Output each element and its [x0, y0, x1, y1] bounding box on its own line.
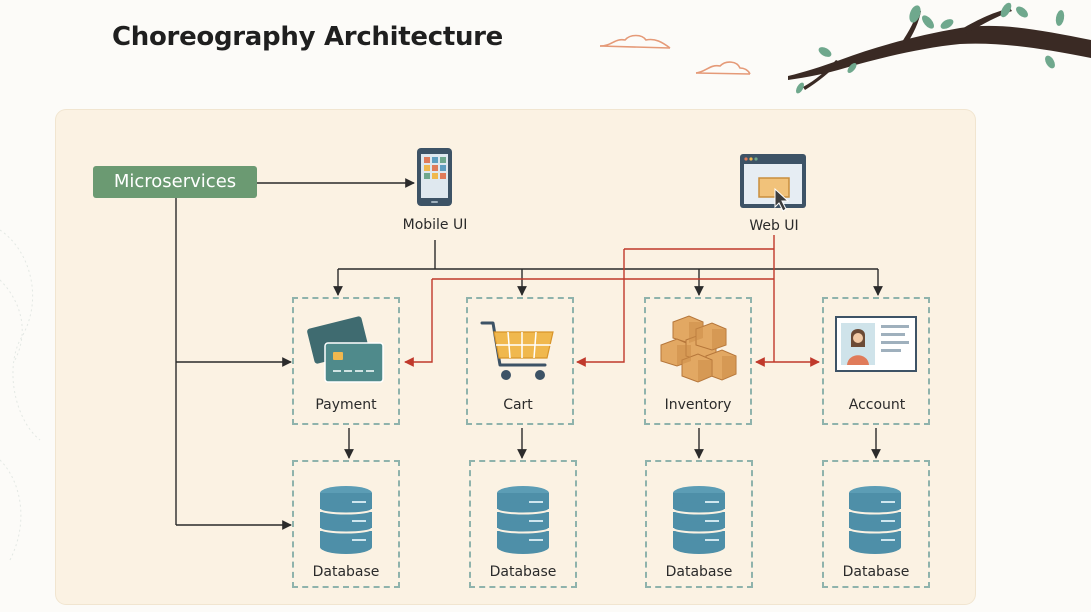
database-icon	[496, 485, 550, 555]
page-title: Choreography Architecture	[112, 22, 504, 52]
service-label-inventory: Inventory	[664, 397, 732, 413]
red-arrow-to-payment	[404, 279, 433, 367]
database-box-4	[822, 460, 930, 588]
boxes-icon	[660, 315, 737, 383]
service-inventory-box	[644, 297, 752, 425]
service-cart-box	[466, 297, 574, 425]
web-browser-icon	[740, 154, 806, 212]
database-label-2: Database	[489, 564, 557, 580]
id-card-icon	[835, 316, 917, 372]
database-icon	[319, 485, 373, 555]
database-icon	[848, 485, 902, 555]
red-arrow-to-cart	[576, 249, 625, 367]
microservices-node: Microservices	[93, 166, 257, 198]
shopping-cart-icon	[480, 321, 554, 380]
service-label-account: Account	[848, 397, 906, 413]
database-label-4: Database	[842, 564, 910, 580]
database-label-3: Database	[665, 564, 733, 580]
database-box-2	[469, 460, 577, 588]
cloud-icon	[599, 34, 751, 75]
service-payment-box	[292, 297, 400, 425]
credit-card-icon	[307, 316, 384, 383]
service-label-payment: Payment	[315, 397, 377, 413]
database-icon	[672, 485, 726, 555]
service-label-cart: Cart	[503, 397, 533, 413]
mobile-ui-label: Mobile UI	[402, 217, 468, 233]
web-ui-label: Web UI	[749, 218, 799, 234]
service-account-box	[822, 297, 930, 425]
database-label-1: Database	[312, 564, 380, 580]
mobile-phone-icon	[417, 148, 452, 206]
database-box-1	[292, 460, 400, 588]
database-box-3	[645, 460, 753, 588]
tree-branch-icon	[788, 2, 1091, 94]
